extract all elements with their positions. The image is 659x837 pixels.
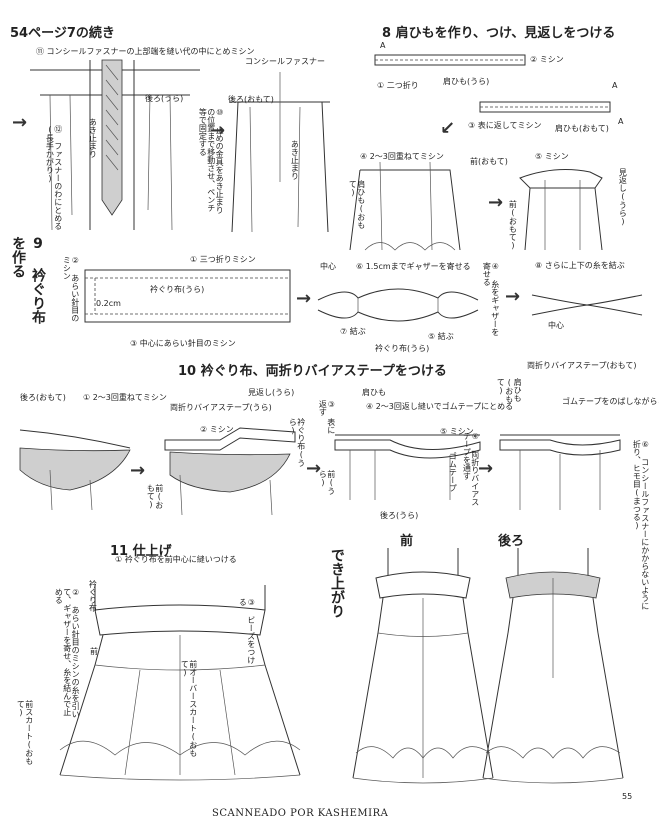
step9-note-5: ⑤ 結ぶ (428, 332, 454, 341)
step11-dress-figure (55, 575, 305, 785)
arrow-right-icon: → (296, 288, 312, 309)
step7-opening-end-2: あき止まり (290, 140, 300, 180)
step9-collar-reverse: 衿ぐり布(うら) (150, 285, 205, 294)
step10-back-reverse: 後ろ(うら) (380, 511, 419, 520)
step7-back-front-side: 後ろ(おもて) (228, 95, 274, 104)
step10-front-reverse: 前(うら) (318, 470, 336, 495)
arrow-right-icon: → (12, 112, 28, 133)
step8-note-3: ③ 表に返してミシン (468, 121, 542, 130)
step10-bodice-figure-2 (160, 420, 300, 516)
step7-note-11: ⑪ コンシールファスナーの上部端を縫い代の中にとめミシン (36, 47, 255, 56)
step8-strap-reverse: 肩ひも(うら) (443, 77, 490, 86)
arrow-right-icon: → (505, 286, 521, 307)
step10-rubber-note: ゴムテープをのばしながらミシン (562, 397, 659, 406)
step9-note-8: ⑧ さらに上下の糸を結ぶ (535, 261, 625, 270)
step9-center-2: 中心 (548, 321, 564, 330)
step10-back-front: 後ろ(おもて) (20, 393, 66, 402)
step11-over-skirt: 前オーバースカート(おもて) (180, 660, 198, 757)
step10-note-5: ⑤ ミシン (440, 427, 474, 436)
step8-strap-front: 肩ひも(おもて) (555, 124, 609, 133)
step10-facing-reverse: 見返し(うら) (248, 388, 295, 397)
step7-back-reverse: 後ろ(うら) (145, 94, 184, 103)
step10-note-2: ② ミシン (200, 425, 234, 434)
step10-note-3: ③ 表に返す (318, 400, 336, 434)
step8-note-2: ② ミシン (530, 55, 564, 64)
step8-strap-label: 肩ひも(おもて) (348, 180, 366, 229)
step10-note-1: ① 2〜3回重ねてミシン (83, 393, 167, 402)
step9-dimension: 0.2cm (96, 299, 121, 308)
step10-title: 10 衿ぐり布、両折りバイアステープをつける (178, 364, 447, 379)
arrow-down-left-icon: ↙ (440, 118, 456, 139)
step7-opening-end: あき止まり (88, 118, 98, 158)
arrow-right-icon: → (306, 458, 322, 479)
step11-front-skirt: 前スカート(おもて) (16, 700, 34, 765)
arrow-right-icon: → (478, 458, 494, 479)
step11-note-3: ③ ビーズをつける (238, 598, 256, 664)
step10-note-4: ④ 2〜3回返し縫いでゴムテープにとめる (366, 402, 514, 411)
step8-bodice-figure (340, 150, 640, 251)
step8-facing-label: 見返し(うら) (618, 168, 628, 226)
step11-title: 11 仕上げ (110, 544, 172, 559)
step10-strap: 肩ひも (362, 388, 386, 397)
step10-bias-tape: 両折りバイアステープ(うら) (170, 403, 272, 412)
step10-elastic-figure (330, 410, 490, 500)
step10-strap-front: 肩ひも(おもて) (496, 378, 523, 403)
scan-credit: SCANNEADO POR KASHEMIRA (212, 808, 389, 819)
arrow-right-icon: → (210, 120, 226, 141)
step9-title: 9 衿ぐり布を作る (10, 236, 46, 324)
step10-rubber: ゴムテープ (448, 452, 458, 492)
arrow-right-icon: → (130, 460, 146, 481)
step11-note-1: ① 衿ぐり布を前中心に縫いつける (115, 555, 237, 564)
finished-back-label: 後ろ (498, 534, 525, 549)
step7-zipper-label: コンシールファスナー (245, 57, 325, 66)
step8-label-A2: A (612, 81, 618, 90)
step7-note-12: ⑫ ファスナーのわにとめる(長手かがり) (45, 125, 63, 230)
step10-collar-reverse: 衿ぐり布(うら) (288, 418, 306, 467)
step8-label-A1: A (380, 41, 386, 50)
step7-note-10: ⑩ 止めの金具をあき止まりの位置まで移動させ、ペンチ等で固定する (198, 108, 225, 214)
page-header-continued: 54ページ7の続き (10, 26, 115, 41)
step8-note-1: ① 二つ折り (377, 81, 419, 90)
step8-title: 8 肩ひもを作り、つけ、見返しをつける (382, 26, 616, 41)
step10-note-6: ⑥ コンシールファスナーにかからないように折り、ヒモ目(まつる) (632, 440, 650, 610)
finished-title: でき上がり (329, 548, 345, 618)
step8-note-4: ④ 2〜3回重ねてミシン (360, 152, 444, 161)
page-number: 55 (622, 792, 633, 801)
step8-strap-figure (370, 50, 650, 140)
step9-note-6: ⑥ 1.5cmまでギャザーを寄せる (356, 262, 471, 271)
finished-front-dress (348, 548, 498, 788)
step9-note-4: ④ 糸をギャザーを寄せる (482, 262, 500, 336)
step8-front-front-side: 前(おもて) (470, 157, 508, 166)
zipper-back-illustration (30, 59, 200, 231)
step10-front-front: 前(おもて) (146, 484, 164, 509)
step9-collar-reverse-2: 衿ぐり布(うら) (375, 344, 430, 353)
step11-collar: 衿ぐり布 (88, 580, 98, 612)
finished-front-label: 前 (400, 534, 414, 549)
step9-note-7: ⑦ 結ぶ (340, 327, 366, 336)
step10-bias-front: 両折りバイアステープ(おもて) (527, 361, 637, 370)
step9-collar-strip-figure (84, 262, 295, 332)
step9-tied-figure (531, 285, 643, 325)
step11-note-2: ② あらい針目のミシンの糸を引いて、ギャザーを寄せ、糸を結んで止める (54, 588, 81, 718)
finished-back-dress (478, 548, 628, 788)
step10-bodice-figure-1 (19, 410, 131, 511)
step9-note-1: ① 三つ折りミシン (190, 255, 256, 264)
step7-zipper-installed-figure (230, 62, 330, 233)
step7-zipper-figure (30, 40, 200, 231)
step10-note-4b: ④ 両折りバイアステープを通す (462, 432, 480, 506)
step8-label-A3: A (618, 117, 624, 126)
step9-note-3: ③ 中心にあらい針目のミシン (130, 339, 236, 348)
step9-gathered-figure (317, 270, 479, 340)
arrow-right-icon: → (488, 192, 504, 213)
step8-front-label: 前(おもて) (508, 200, 518, 250)
step8-note-5: ⑤ ミシン (535, 152, 569, 161)
step10-finished-bodice-figure (499, 420, 621, 510)
step9-note-2: ② あらい針目のミシン (62, 256, 80, 322)
step11-front: 前 (90, 647, 98, 656)
step9-center: 中心 (320, 262, 336, 271)
